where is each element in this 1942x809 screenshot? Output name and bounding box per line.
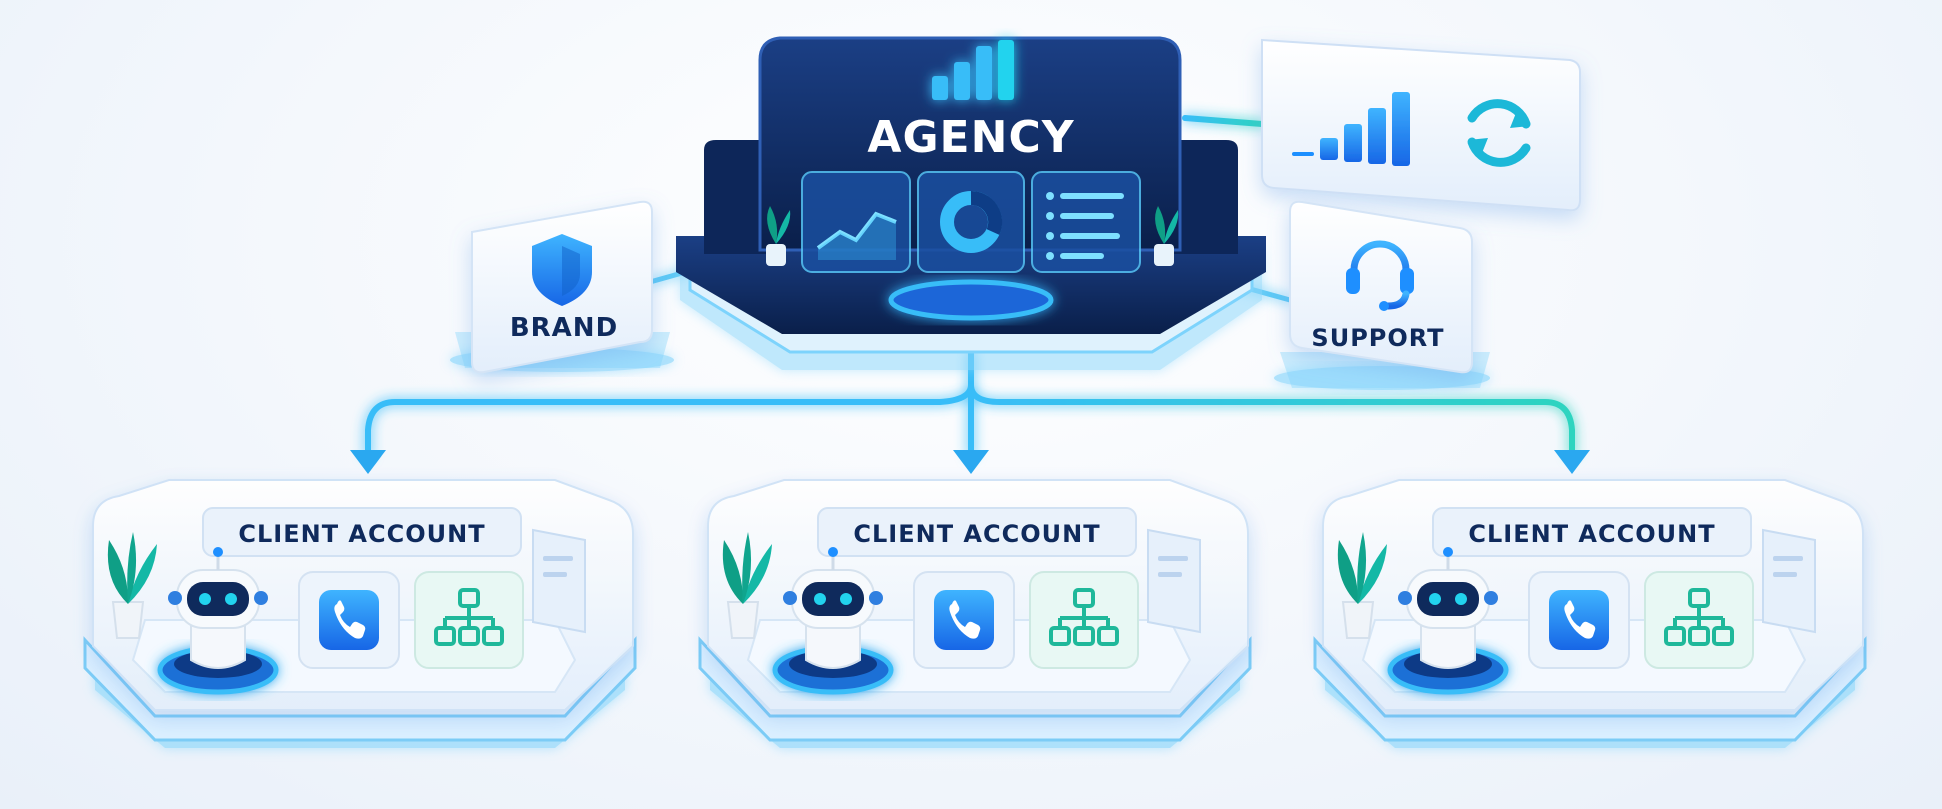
flow-icon: [1644, 571, 1754, 669]
line-chart-panel: [801, 171, 911, 273]
client-account-room: CLIENT ACCOUNT: [1313, 479, 1867, 748]
plant-icon: [1337, 532, 1387, 639]
robot-icon: [772, 547, 894, 695]
client-account-title: CLIENT ACCOUNT: [853, 520, 1100, 548]
robot-icon: [157, 547, 279, 695]
stats-panel: [1261, 38, 1581, 212]
brand-label: BRAND: [510, 313, 618, 343]
list-icon: [1046, 192, 1124, 260]
plant-icon: [766, 206, 791, 266]
line-chart-icon: [816, 211, 897, 250]
client-title-pill: [202, 507, 522, 557]
flow-icon: [1029, 571, 1139, 669]
phone-icon: [298, 571, 400, 669]
connector-right: [968, 382, 1575, 458]
shield-icon: [532, 234, 592, 306]
client-account-room: CLIENT ACCOUNT: [83, 479, 637, 748]
client-title-pill: [817, 507, 1137, 557]
support-label: SUPPORT: [1311, 324, 1444, 352]
flow-icon: [414, 571, 524, 669]
arrow-head-right: [1554, 450, 1590, 474]
agency-title: AGENCY: [867, 112, 1074, 163]
plant-icon: [107, 532, 157, 639]
hub-right-wing: [1172, 140, 1238, 254]
agency-hub: AGENCY: [676, 36, 1266, 370]
connector-to-stats: [1182, 115, 1265, 127]
client-title-pill: [1432, 507, 1752, 557]
client-accounts: CLIENT ACCOUNT CLIENT ACCOUNT CLIENT ACCOU…: [83, 479, 1867, 748]
plant-icon: [722, 532, 772, 639]
signal-bars-icon: [1292, 92, 1410, 166]
plant-icon: [1154, 206, 1179, 266]
hub-glow-ring: [888, 279, 1054, 321]
refresh-icon: [1467, 99, 1531, 167]
donut-panel: [917, 171, 1025, 273]
arrow-head-middle: [953, 450, 989, 474]
phone-icon: [1528, 571, 1630, 669]
support-card: SUPPORT: [1274, 200, 1490, 390]
connector-left: [365, 382, 974, 458]
phone-icon: [913, 571, 1015, 669]
arrow-head-left: [350, 450, 386, 474]
brand-card: BRAND: [450, 200, 674, 374]
robot-icon: [1387, 547, 1509, 695]
arrow-heads: [350, 450, 1590, 474]
headset-icon: [1346, 240, 1414, 311]
client-account-title: CLIENT ACCOUNT: [238, 520, 485, 548]
client-account-title: CLIENT ACCOUNT: [1468, 520, 1715, 548]
client-account-room: CLIENT ACCOUNT: [698, 479, 1252, 748]
dashboard-panels: [801, 171, 1141, 273]
bar-chart-icon: [932, 40, 1014, 100]
hub-left-wing: [704, 140, 770, 254]
